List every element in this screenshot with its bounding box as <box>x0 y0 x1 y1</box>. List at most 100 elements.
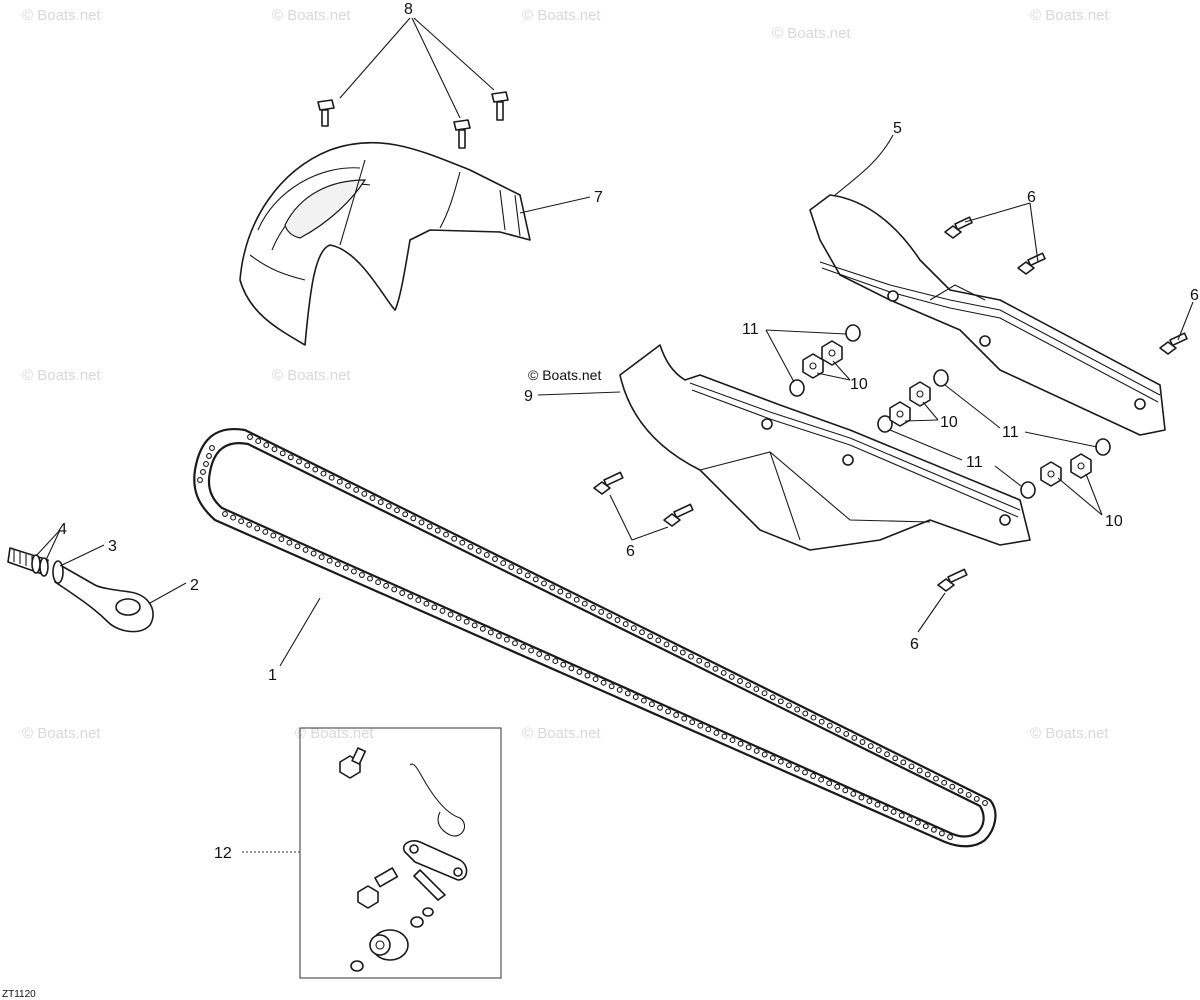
chain-roller <box>704 661 711 668</box>
chain-roller <box>391 586 398 593</box>
chain-roller <box>312 466 319 473</box>
kit-shoulder-bolt <box>357 867 399 909</box>
chain-roller <box>263 442 270 449</box>
hex-nut <box>1040 461 1062 487</box>
chain-roller <box>622 621 629 628</box>
chain-roller <box>679 649 686 656</box>
chain-roller <box>753 686 760 693</box>
chain-roller <box>705 726 712 733</box>
chain-roller <box>753 747 760 754</box>
chain-roller <box>203 461 209 467</box>
chain-roller <box>898 812 905 819</box>
chain-roller <box>334 561 341 568</box>
chain-roller <box>557 588 564 595</box>
chain-roller <box>375 579 382 586</box>
chain-roller <box>720 669 727 676</box>
chain-roller <box>777 698 784 705</box>
chain-roller <box>336 478 343 485</box>
flange-bolt <box>317 99 335 127</box>
chain-roller <box>663 641 670 648</box>
chain-roller <box>353 486 360 493</box>
flange-bolt <box>453 119 471 149</box>
chain-roller <box>294 543 301 550</box>
callout-6: 6 <box>910 636 919 653</box>
chain-roller <box>475 547 482 554</box>
chain-roller <box>495 633 502 639</box>
flat-washer <box>1095 438 1111 456</box>
chain-roller <box>882 805 889 812</box>
chain-roller <box>467 543 474 550</box>
watermark: © Boats.net <box>522 725 601 742</box>
flat-washer <box>933 369 949 387</box>
watermark: © Boats.net <box>272 7 351 24</box>
jam-nut <box>39 557 49 577</box>
chain-roller <box>982 800 988 806</box>
callout-10: 10 <box>940 414 958 431</box>
hex-nut <box>802 353 824 379</box>
chain-roller <box>367 575 373 582</box>
adjuster-eye-hole <box>115 598 141 616</box>
chain-roller <box>455 615 462 622</box>
chain-roller <box>345 482 351 489</box>
chain-guide-lower <box>619 344 1031 551</box>
chain-roller <box>262 528 269 535</box>
callout-4: 4 <box>58 521 67 538</box>
chain-roller <box>875 747 882 754</box>
callout-6: 6 <box>626 543 635 560</box>
chain-roller <box>688 653 694 660</box>
chain-roller <box>385 503 392 510</box>
chain-roller <box>673 712 680 718</box>
chain-roller <box>200 469 206 475</box>
callout-10: 10 <box>850 376 868 393</box>
chain-roller <box>524 572 531 579</box>
chain-roller <box>310 550 317 557</box>
chain-roller <box>616 686 623 693</box>
chain-roller <box>402 511 409 518</box>
chain-roller <box>957 787 964 794</box>
chain-roller <box>859 739 866 745</box>
hex-bolt <box>1017 252 1046 275</box>
chain-roller <box>536 651 543 657</box>
master-link-kit <box>299 727 502 979</box>
chain-roller <box>639 629 645 636</box>
chain-roller <box>328 474 335 481</box>
watermark: © Boats.net <box>22 367 101 384</box>
chain-roller <box>541 580 547 587</box>
callout-numbers: 1 2 3 4 5 6 6 6 6 7 8 9 10 10 10 11 11 1… <box>58 1 1199 862</box>
chain-roller <box>342 564 349 571</box>
chain-roller <box>377 499 384 506</box>
chain-roller <box>318 554 325 561</box>
chain-roller <box>890 808 897 815</box>
chain-roller <box>383 582 390 589</box>
chain-roller <box>206 453 212 459</box>
chain-roller <box>459 539 466 546</box>
chain-roller <box>528 647 535 654</box>
washers-and-nuts <box>789 324 1111 499</box>
spring-clip <box>409 763 465 837</box>
chain-roller <box>600 679 607 686</box>
chain-roller <box>350 568 357 575</box>
chain-roller <box>810 714 817 721</box>
flange-bolt <box>491 91 509 121</box>
chain-roller <box>222 511 228 517</box>
flat-washer <box>789 379 805 397</box>
chain-roller <box>590 604 596 611</box>
chain-roller <box>914 819 921 826</box>
chain-roller <box>938 830 945 837</box>
chain-roller <box>492 556 498 562</box>
copyright-credit: © Boats.net <box>528 367 601 383</box>
chain-roller <box>608 683 615 690</box>
chain-roller <box>508 564 515 571</box>
chain-roller <box>520 643 527 650</box>
chain-roller <box>834 783 841 790</box>
watermark: © Boats.net <box>272 367 351 384</box>
chain-roller <box>369 495 376 501</box>
chain-roller <box>922 823 929 830</box>
chain-roller <box>697 722 704 729</box>
chain-roller <box>842 787 849 794</box>
hex-bolt <box>937 568 968 592</box>
callout-10: 10 <box>1105 513 1123 530</box>
chain-roller <box>463 618 470 625</box>
chain-roller <box>614 617 621 623</box>
chain-roller <box>197 477 203 483</box>
